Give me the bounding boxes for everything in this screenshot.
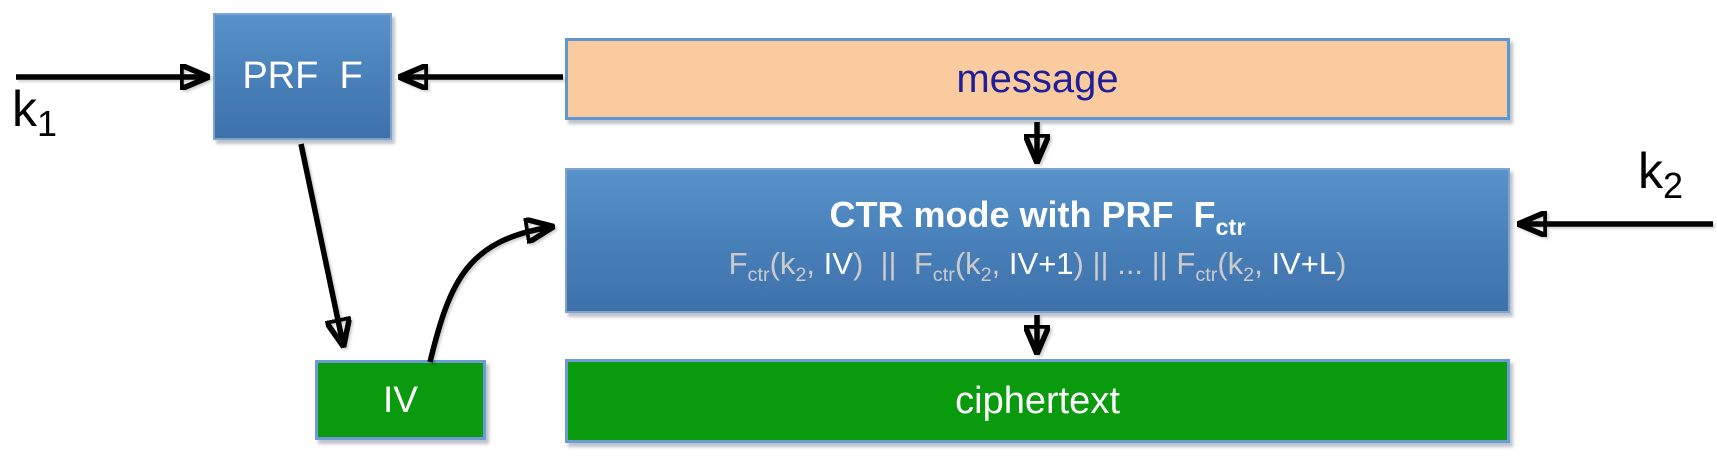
ctr-mode-box: CTR mode with PRF Fctr Fctr(k2, IV) || F… (565, 168, 1510, 313)
ctr-title-main: CTR mode with PRF F (829, 193, 1216, 235)
ctr-box-title: CTR mode with PRF Fctr (829, 193, 1246, 241)
formula-segment: ctr (1195, 263, 1218, 286)
formula-segment: ctr (932, 263, 955, 286)
k2-label: k2 (1638, 146, 1683, 204)
formula-segment: 2 (795, 263, 807, 286)
k1-label: k1 (12, 84, 57, 142)
k2-subscript: 2 (1663, 165, 1684, 207)
k2-base: k (1638, 143, 1663, 199)
message-box: message (565, 38, 1510, 120)
formula-segment: ) (1336, 245, 1347, 281)
formula-segment: IV+1 (1008, 245, 1074, 281)
k1-subscript: 1 (37, 103, 58, 145)
formula-segment: 2 (1243, 263, 1255, 286)
k1-base: k (12, 81, 37, 137)
formula-segment: ctr (747, 263, 770, 286)
ciphertext-box: ciphertext (565, 359, 1510, 443)
prf-box: PRF F (213, 13, 392, 140)
formula-segment: , (806, 245, 824, 281)
iv-box: IV (315, 360, 486, 440)
arrow-prf-to-iv (298, 143, 343, 344)
formula-segment: 2 (980, 263, 992, 286)
ciphertext-box-label: ciphertext (955, 379, 1120, 422)
ctr-box-formula: Fctr(k2, IV) || Fctr(k2, IV+1) || ... ||… (728, 245, 1347, 287)
message-box-label: message (956, 56, 1119, 101)
ctr-title-subscript: ctr (1215, 213, 1246, 240)
formula-segment: , (991, 245, 1009, 281)
formula-segment: (k (769, 245, 796, 281)
formula-segment: , (1254, 245, 1272, 281)
formula-segment: F (728, 245, 748, 281)
formula-segment: ) || F (852, 245, 933, 281)
arrow-iv-to-ctr (427, 227, 551, 363)
formula-segment: IV (823, 245, 853, 281)
formula-segment: (k (954, 245, 981, 281)
formula-segment: (k (1217, 245, 1244, 281)
prf-box-label: PRF F (242, 55, 363, 97)
formula-segment: ) || ... || F (1073, 245, 1196, 281)
formula-segment: IV+L (1271, 245, 1337, 281)
iv-box-label: IV (383, 379, 418, 420)
